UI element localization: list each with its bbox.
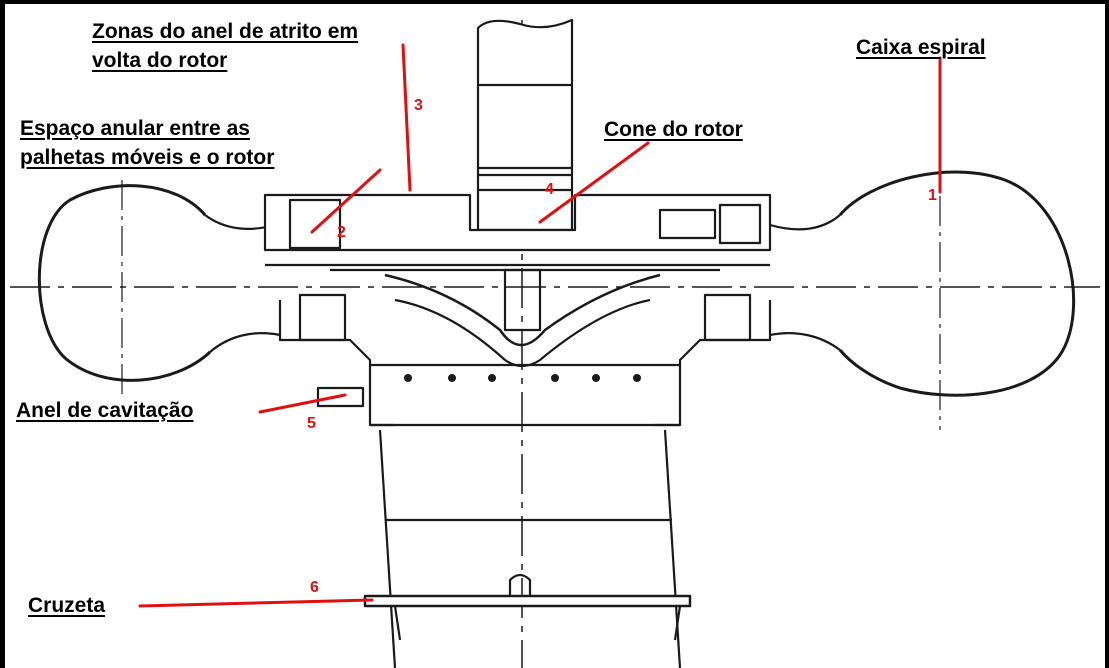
spiral-case-left	[37, 184, 281, 382]
leader-line-4	[538, 141, 650, 224]
label-cavitation-ring: Anel de cavitação	[16, 399, 194, 422]
leader-line-3	[401, 43, 412, 192]
callout-number-1: 1	[928, 187, 937, 204]
discharge-ring	[278, 293, 772, 427]
leader-line-2	[310, 168, 382, 234]
runner	[330, 268, 720, 368]
callout-number-3: 3	[414, 97, 423, 114]
draft-tube	[378, 429, 682, 668]
callout-number-4: 4	[545, 181, 554, 198]
label-friction-zone-line2: volta do rotor	[92, 49, 228, 72]
label-spiral-case: Caixa espiral	[856, 36, 986, 59]
label-annular-space-line1: Espaço anular entre as	[20, 117, 250, 140]
callout-number-5: 5	[307, 415, 316, 432]
shaft	[476, 18, 574, 232]
leader-line-6	[138, 598, 374, 608]
label-friction-zone-line1: Zonas do anel de atrito em	[92, 20, 359, 43]
spiral-case-right	[769, 170, 1076, 397]
label-annular-space-line2: palhetas móveis e o rotor	[20, 146, 275, 169]
leader-line-5	[258, 393, 347, 414]
head-cover	[263, 193, 772, 267]
label-crosspiece: Cruzeta	[28, 594, 106, 617]
crosspiece-bar	[363, 573, 692, 641]
label-rotor-cone: Cone do rotor	[604, 118, 743, 141]
callout-number-2: 2	[337, 224, 346, 241]
callout-number-6: 6	[310, 579, 319, 596]
